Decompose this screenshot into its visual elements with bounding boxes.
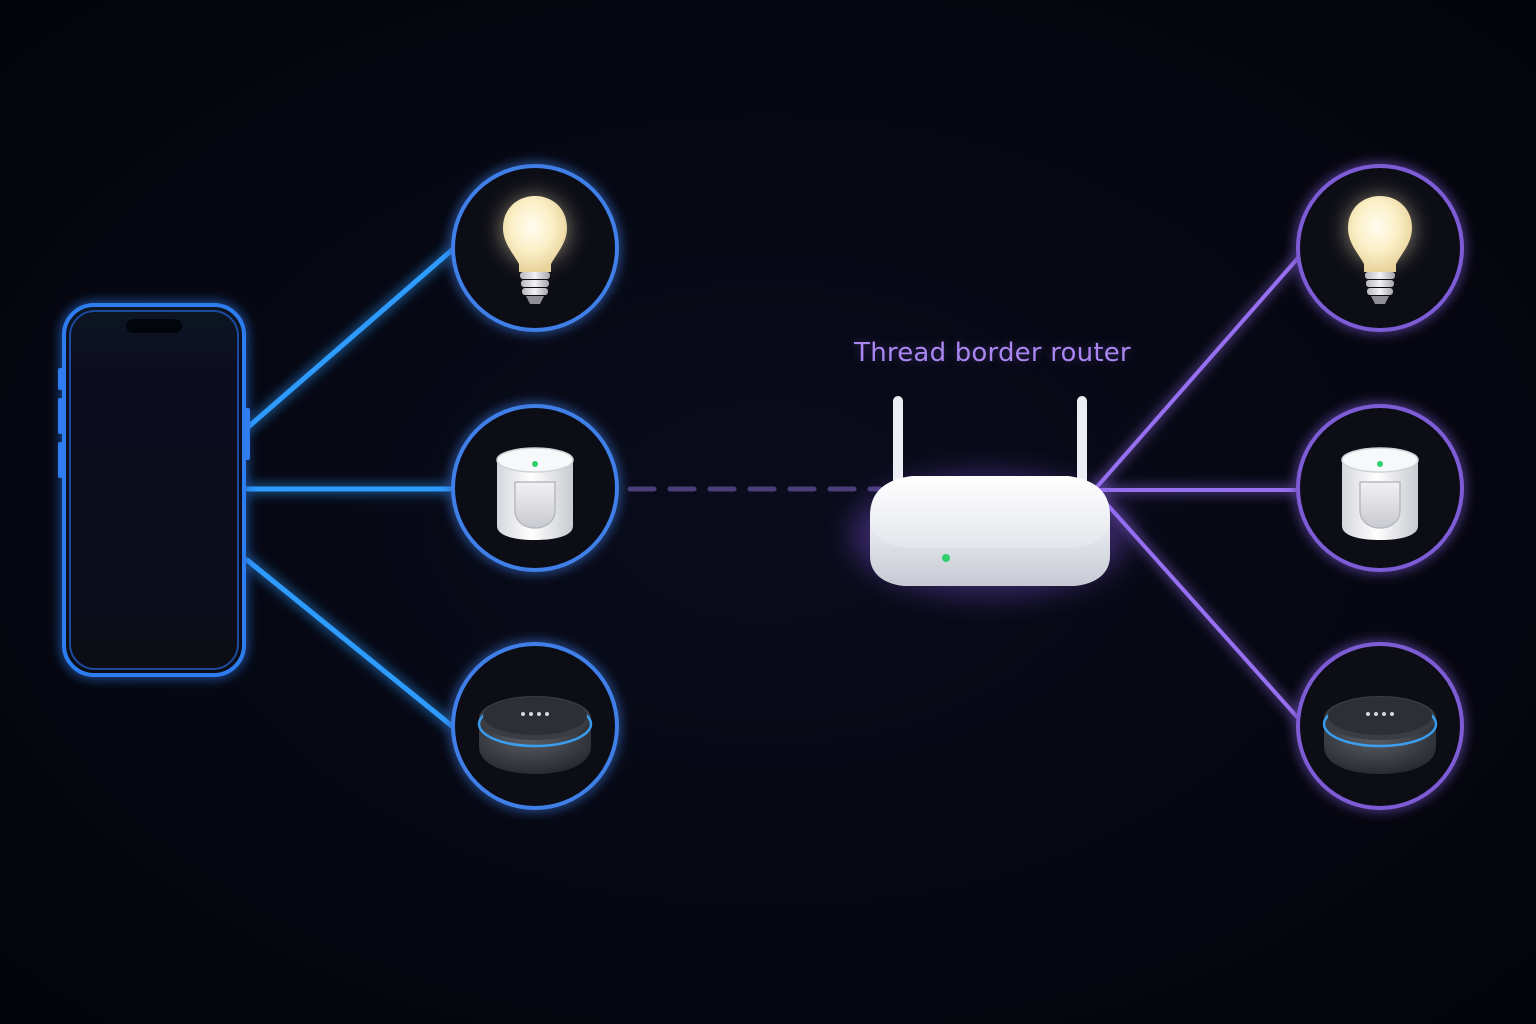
link-phone-to-bulb [244, 247, 455, 431]
smartphone [58, 303, 250, 677]
right-links [1094, 256, 1300, 720]
router-label: Thread border router [854, 338, 1131, 368]
motion-sensor-icon [496, 447, 574, 540]
phone-power-button [245, 408, 250, 460]
link-phone-to-speaker [244, 557, 455, 729]
link-router-to-speaker [1094, 490, 1300, 720]
sensor-status-led [1377, 461, 1383, 467]
router-antenna-right [1077, 396, 1087, 496]
light-bulb-icon [1346, 196, 1414, 304]
router-status-led [942, 554, 950, 562]
light-bulb-icon [501, 196, 569, 304]
left-links [244, 247, 455, 729]
smart-speaker-icon [1322, 696, 1438, 774]
phone-side-button [58, 398, 63, 434]
phone-side-button [58, 442, 63, 478]
link-router-to-bulb [1094, 256, 1300, 490]
sensor-status-led [532, 461, 538, 467]
motion-sensor-icon [1341, 447, 1419, 540]
router-antenna-left [893, 396, 903, 496]
phone-notch [126, 319, 182, 333]
phone-side-button [58, 368, 63, 390]
thread-border-router [850, 396, 1130, 597]
smart-speaker-icon [477, 696, 593, 774]
